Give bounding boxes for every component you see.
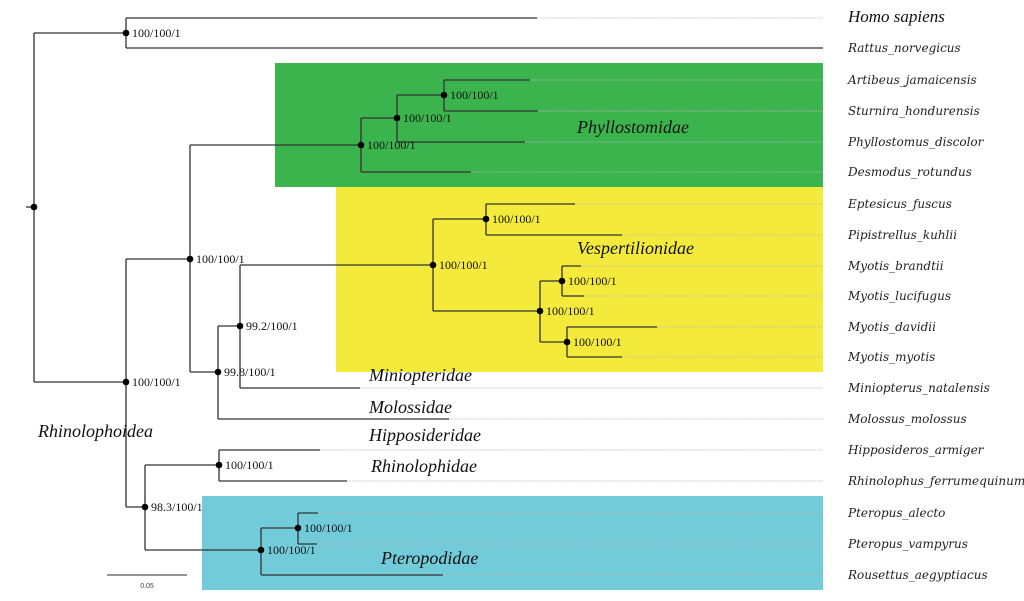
family-label: Vespertilionidae [577,238,694,258]
node-dot [429,261,437,269]
taxon-label: Pipistrellus_kuhlii [847,228,957,242]
node-dot [215,461,223,469]
node-dot [558,277,566,285]
support-value: 100/100/1 [492,212,541,226]
taxon-label: Homo sapiens [847,7,945,26]
taxon-label: Artibeus_jamaicensis [847,73,977,87]
support-value: 99.2/100/1 [246,319,298,333]
taxon-label: Rousettus_aegyptiacus [847,568,988,582]
family-label: Hipposideridae [368,425,481,445]
node-dot [563,338,571,346]
support-value: 100/100/1 [132,26,181,40]
taxon-label: Rhinolophus_ferrumequinum [847,474,1024,488]
taxon-label: Phyllostomus_discolor [847,135,985,149]
taxon-label: Eptesicus_fuscus [847,197,952,211]
family-label: Molossidae [368,397,452,417]
node-dot [536,307,544,315]
taxon-label: Pteropus_alecto [847,506,945,520]
node-dot [186,255,194,263]
support-value: 100/100/1 [225,458,274,472]
taxon-label: Myotis_myotis [847,350,935,364]
node-dot [393,114,401,122]
node-dot [257,546,265,554]
family-label: Miniopteridae [368,365,472,385]
taxon-label: Myotis_brandtii [847,259,944,273]
phyllostomidae-highlight [275,63,823,187]
node-dot [141,503,149,511]
support-value: 100/100/1 [568,274,617,288]
node-dot [440,91,448,99]
pteropodidae-highlight [202,496,823,590]
support-value: 100/100/1 [132,375,181,389]
support-value: 100/100/1 [196,252,245,266]
node-dot [294,524,302,532]
vespertilionidae-highlight [336,187,823,372]
node-dot [122,378,130,386]
node-dot [357,141,365,149]
taxon-label: Molossus_molossus [847,412,967,426]
support-value: 100/100/1 [267,543,316,557]
node-dot [482,215,490,223]
family-label: Pteropodidae [380,548,478,568]
taxon-label: Sturnira_hondurensis [848,104,980,118]
family-label: Rhinolophidae [370,456,477,476]
support-value: 100/100/1 [450,88,499,102]
support-value: 100/100/1 [403,111,452,125]
taxon-label: Rattus_norvegicus [847,41,961,55]
support-value: 98.3/100/1 [151,500,203,514]
scale-bar-label: 0.05 [140,583,154,590]
support-value: 100/100/1 [573,335,622,349]
node-dot [30,203,38,211]
taxon-label: Pteropus_vampyrus [847,537,968,551]
taxon-label: Desmodus_rotundus [847,165,972,179]
support-value: 99.8/100/1 [224,365,276,379]
family-label: Phyllostomidae [576,117,689,137]
support-value: 100/100/1 [546,304,595,318]
taxon-label: Miniopterus_natalensis [847,381,990,395]
support-value: 100/100/1 [304,521,353,535]
support-value: 100/100/1 [367,138,416,152]
node-dot [236,322,244,330]
support-value: 100/100/1 [439,258,488,272]
superfamily-label: Rhinolophoidea [37,421,153,441]
taxon-label: Hipposideros_armiger [847,443,985,457]
taxon-label: Myotis_davidii [847,320,936,334]
node-dot [214,368,222,376]
node-dot [122,29,130,37]
taxon-label: Myotis_lucifugus [847,289,951,303]
